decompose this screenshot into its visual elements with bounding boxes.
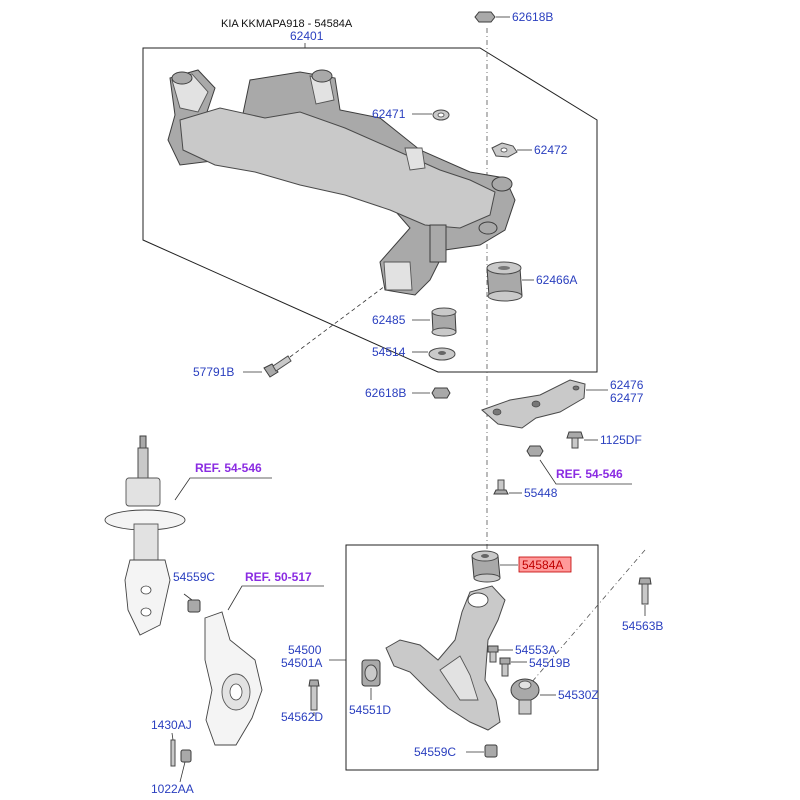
bracket-62476-62477[interactable]: [481, 379, 586, 429]
leader-1430aj: [171, 732, 174, 741]
label-55448[interactable]: 55448: [524, 486, 558, 500]
ref-50-517-knuckle[interactable]: REF. 50-517: [245, 570, 312, 584]
label-54551d[interactable]: 54551D: [349, 703, 391, 717]
leader-ref-knuckle: [227, 585, 324, 611]
subframe-crossmember[interactable]: [167, 69, 516, 296]
leader-ref-strut: [174, 477, 272, 501]
bolt-57791b[interactable]: [263, 355, 292, 378]
bushing-54584a[interactable]: [471, 550, 501, 583]
assembly-axis-54563b: [524, 549, 646, 691]
label-54500[interactable]: 54500: [288, 643, 322, 657]
label-62476[interactable]: 62476: [610, 378, 644, 392]
label-62466a[interactable]: 62466A: [536, 273, 577, 287]
label-54559c-left[interactable]: 54559C: [173, 570, 215, 584]
label-54553a[interactable]: 54553A: [515, 643, 556, 657]
nut-54559c-left[interactable]: [187, 599, 201, 613]
nut-bracket-small[interactable]: [526, 445, 544, 457]
label-62485[interactable]: 62485: [372, 313, 406, 327]
ref-54-546-right[interactable]: REF. 54-546: [556, 467, 623, 481]
label-1022aa[interactable]: 1022AA: [151, 782, 194, 796]
lower-control-arm[interactable]: [385, 585, 506, 731]
label-54514[interactable]: 54514: [372, 345, 406, 359]
bushing-54551d[interactable]: [361, 659, 381, 687]
label-62401[interactable]: 62401: [290, 29, 324, 43]
ref-54-546-strut[interactable]: REF. 54-546: [195, 461, 262, 475]
label-54563b[interactable]: 54563B: [622, 619, 663, 633]
label-54584a[interactable]: 54584A: [522, 558, 563, 572]
washer-62471[interactable]: [432, 109, 450, 121]
pin-1430aj[interactable]: [170, 739, 176, 767]
label-54559c-lower[interactable]: 54559C: [414, 745, 456, 759]
label-54530z[interactable]: 54530Z: [558, 688, 599, 702]
label-54562d[interactable]: 54562D: [281, 710, 323, 724]
label-54519b[interactable]: 54519B: [529, 656, 570, 670]
label-62618b-top[interactable]: 62618B: [512, 10, 553, 24]
label-62477[interactable]: 62477: [610, 391, 644, 405]
leader-57791b-to-subframe: [289, 285, 386, 358]
leader-ref-right: [539, 459, 632, 485]
bushing-62466a[interactable]: [486, 261, 523, 302]
bolt-54519b[interactable]: [499, 657, 511, 677]
bolt-54553a[interactable]: [487, 645, 499, 663]
label-62471[interactable]: 62471: [372, 107, 406, 121]
bushing-62485[interactable]: [431, 307, 457, 337]
lower-arm-group-frame: [345, 544, 599, 771]
diagram-title: KIA KKMAPA918 - 54584A: [221, 18, 353, 30]
nut-1022aa[interactable]: [180, 749, 192, 763]
label-54501a[interactable]: 54501A: [281, 656, 322, 670]
bolt-54562d[interactable]: [308, 679, 320, 711]
bolt-55448[interactable]: [493, 479, 509, 495]
highlight-54584a: [518, 556, 572, 573]
steering-knuckle[interactable]: [204, 611, 263, 746]
label-62618b-lower[interactable]: 62618B: [365, 386, 406, 400]
bolt-1125df[interactable]: [566, 431, 584, 449]
ball-joint-54530z[interactable]: [510, 678, 540, 715]
leader-1022aa: [179, 761, 186, 783]
nut-62618b-top[interactable]: [474, 11, 496, 23]
nut-54559c-lower[interactable]: [484, 744, 498, 758]
label-57791b[interactable]: 57791B: [193, 365, 234, 379]
washer-62472[interactable]: [491, 142, 518, 158]
label-1430aj[interactable]: 1430AJ: [151, 718, 192, 732]
washer-54514[interactable]: [428, 347, 456, 361]
leader-54559c-left: [183, 593, 193, 601]
bolt-54563b[interactable]: [638, 577, 652, 605]
strut-assembly[interactable]: [104, 435, 186, 636]
label-1125df[interactable]: 1125DF: [600, 433, 642, 447]
label-62472[interactable]: 62472: [534, 143, 568, 157]
subframe-group-frame: [142, 47, 598, 373]
nut-62618b-lower[interactable]: [431, 387, 451, 399]
